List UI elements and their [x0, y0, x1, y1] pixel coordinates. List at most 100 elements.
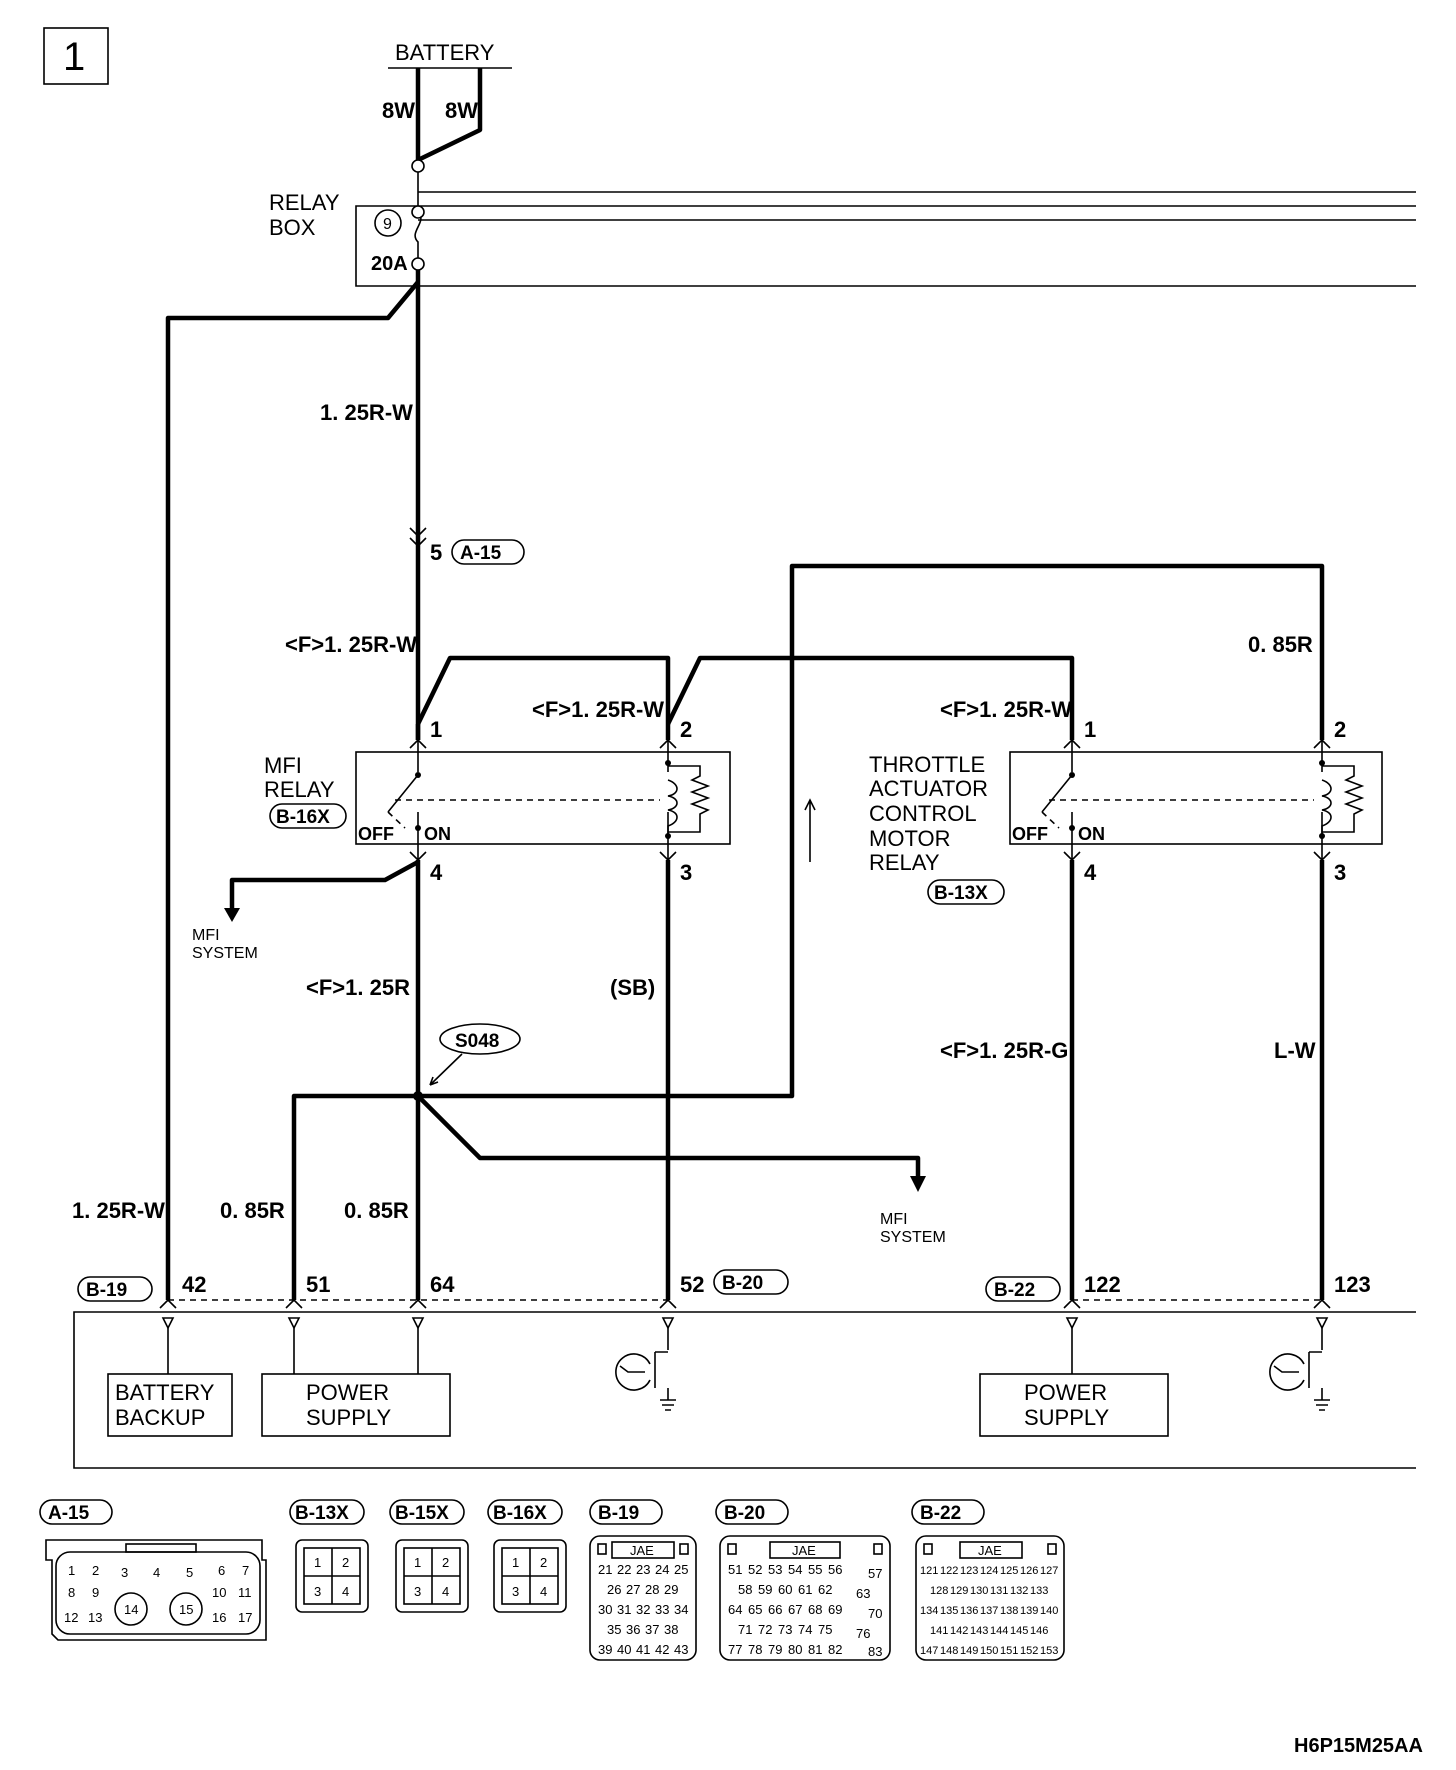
a15-view-pin: 12: [64, 1610, 78, 1625]
b19-view-pin: 23: [636, 1562, 650, 1577]
a15-view-pin: 8: [68, 1585, 75, 1600]
b20-pin-52: 52: [680, 1272, 704, 1297]
b20-view-pin: 68: [808, 1602, 822, 1617]
power-supply-1-box: [261, 1373, 451, 1437]
throttle-relay-contact-on: [1069, 825, 1075, 831]
power-supply-2-line2: SUPPLY: [1024, 1405, 1110, 1430]
throttle-relay-wire-label-1: <F>1. 25R-W: [940, 697, 1072, 722]
a15-view-pin: 6: [218, 1563, 225, 1578]
pin51-wire-label: 0. 85R: [220, 1198, 285, 1223]
b20-view-pin: 54: [788, 1562, 802, 1577]
b20-view-pin: 65: [748, 1602, 762, 1617]
b20-view-pin: 73: [778, 1622, 792, 1637]
relay-box-label-1: RELAY: [269, 190, 340, 215]
mfi-system-2-line2: SYSTEM: [880, 1229, 946, 1246]
view-b20-pill: [715, 1499, 789, 1525]
throttle-relay-off: OFF: [1012, 824, 1048, 844]
b19-view-pin: 35: [607, 1622, 621, 1637]
throttle-relay-pin3-wire-label: L-W: [1274, 1038, 1316, 1063]
throttle-relay-pin-2: 2: [1334, 717, 1346, 742]
a15-pin: 5: [430, 540, 442, 565]
b22-view-pin: 153: [1040, 1645, 1058, 1657]
a15-view-pin: 16: [212, 1610, 226, 1625]
throttle-relay-switch: [1041, 740, 1323, 860]
throttle-relay-connector-pill: [927, 879, 1005, 905]
b19-view-pin: 31: [617, 1602, 631, 1617]
mfi-relay-label-2: RELAY: [264, 777, 335, 802]
throttle-relay-contact-top: [1069, 772, 1075, 778]
throttle-relay-box: [1009, 751, 1383, 845]
b20-view-pin: 74: [798, 1622, 812, 1637]
view-b15x-pill: [389, 1499, 465, 1525]
a15-view-pin: 1: [68, 1563, 75, 1578]
throttle-relay-pin-1: 1: [1084, 717, 1096, 742]
a15-view-pin: 4: [153, 1565, 160, 1580]
b19-view-pin: 33: [655, 1602, 669, 1617]
a15-view-pin: 11: [238, 1585, 252, 1600]
b22-view-pin: 134: [920, 1605, 938, 1617]
b19-view-pin: 38: [664, 1622, 678, 1637]
view-a15-pill: [39, 1499, 113, 1525]
a15-view-pin: 14: [124, 1602, 138, 1617]
throttle-relay-pin4-wire-label: <F>1. 25R-G: [940, 1038, 1068, 1063]
b20-view-pin: 77: [728, 1642, 742, 1657]
mfi-relay-connector-pill: [269, 803, 347, 829]
b19-connector-pill: [77, 1276, 153, 1302]
b19-pin-51: 51: [306, 1272, 330, 1297]
a15-view-pin: 15: [179, 1602, 193, 1617]
b20-view-pin: 80: [788, 1642, 802, 1657]
b22-view-pin: 125: [1000, 1565, 1018, 1577]
view-b20-label: B-20: [724, 1503, 765, 1524]
mfi-relay-pin-2: 2: [680, 717, 692, 742]
b22-view-pin: 123: [960, 1565, 978, 1577]
b20-view-pin: 53: [768, 1562, 782, 1577]
mfi-system-1-line1: MFI: [192, 927, 220, 944]
b22-view-pin: 142: [950, 1625, 968, 1637]
splice-oval: [439, 1023, 521, 1055]
b20-view-side-pin: 63: [856, 1586, 870, 1601]
a15-view-pin: 5: [186, 1565, 193, 1580]
b22-view-pin: 127: [1040, 1565, 1058, 1577]
b20-view-pin: 75: [818, 1622, 832, 1637]
b22-view-pin: 152: [1020, 1645, 1038, 1657]
b20-view-pin: 71: [738, 1622, 752, 1637]
b20-view-pin: 62: [818, 1582, 832, 1597]
b20-view-jae: JAE: [792, 1543, 816, 1558]
relay-box-outline: [355, 191, 1416, 287]
view-b22-connector: JAE 121 122 123 124 125 126 127 128 129 …: [915, 1535, 1065, 1661]
b19-view-pin: 42: [655, 1642, 669, 1657]
b22-view-jae: JAE: [978, 1543, 1002, 1558]
b15x-view-pin: 2: [442, 1555, 449, 1570]
a15-view-pin: 9: [92, 1585, 99, 1600]
a15-view-pin: 17: [238, 1610, 252, 1625]
b20-view-pin: 78: [748, 1642, 762, 1657]
power-supply-1-line1: POWER: [306, 1380, 389, 1405]
b19-view-pin: 29: [664, 1582, 678, 1597]
ecu-internal-terminals: [161, 1317, 1329, 1330]
b20-view-pin: 61: [798, 1582, 812, 1597]
b20-view-pin: 72: [758, 1622, 772, 1637]
b20-view-pin: 66: [768, 1602, 782, 1617]
b19-view-jae: JAE: [630, 1543, 654, 1558]
mfi-relay-pin-4: 4: [430, 860, 443, 885]
b20-view-pin: 69: [828, 1602, 842, 1617]
b19-connector: B-19: [86, 1280, 127, 1301]
throttle-relay-coil-top: [1319, 760, 1325, 766]
view-b13x-label: B-13X: [295, 1503, 349, 1524]
mfi-relay-pin-1: 1: [430, 717, 442, 742]
b19-view-pin: 21: [598, 1562, 612, 1577]
splice-to-pin51-wire: [291, 1093, 418, 1300]
b19-view-pin: 32: [636, 1602, 650, 1617]
view-b13x-connector: 1 2 3 4: [295, 1539, 369, 1613]
mfi-relay-pin3-wire-label: (SB): [610, 975, 655, 1000]
b20-view-pin: 56: [828, 1562, 842, 1577]
mfi-relay-coil: [667, 779, 678, 836]
b22-view-pin: 137: [980, 1605, 998, 1617]
b22-view-pin: 131: [990, 1585, 1008, 1597]
splice-label: S048: [455, 1031, 499, 1052]
mfi-relay-connector: B-16X: [276, 807, 330, 828]
a15-pill: [451, 539, 525, 565]
mfi-relay-wire-label-1: <F>1. 25R-W: [285, 632, 417, 657]
view-b15x-connector: 1 2 3 4: [395, 1539, 469, 1613]
